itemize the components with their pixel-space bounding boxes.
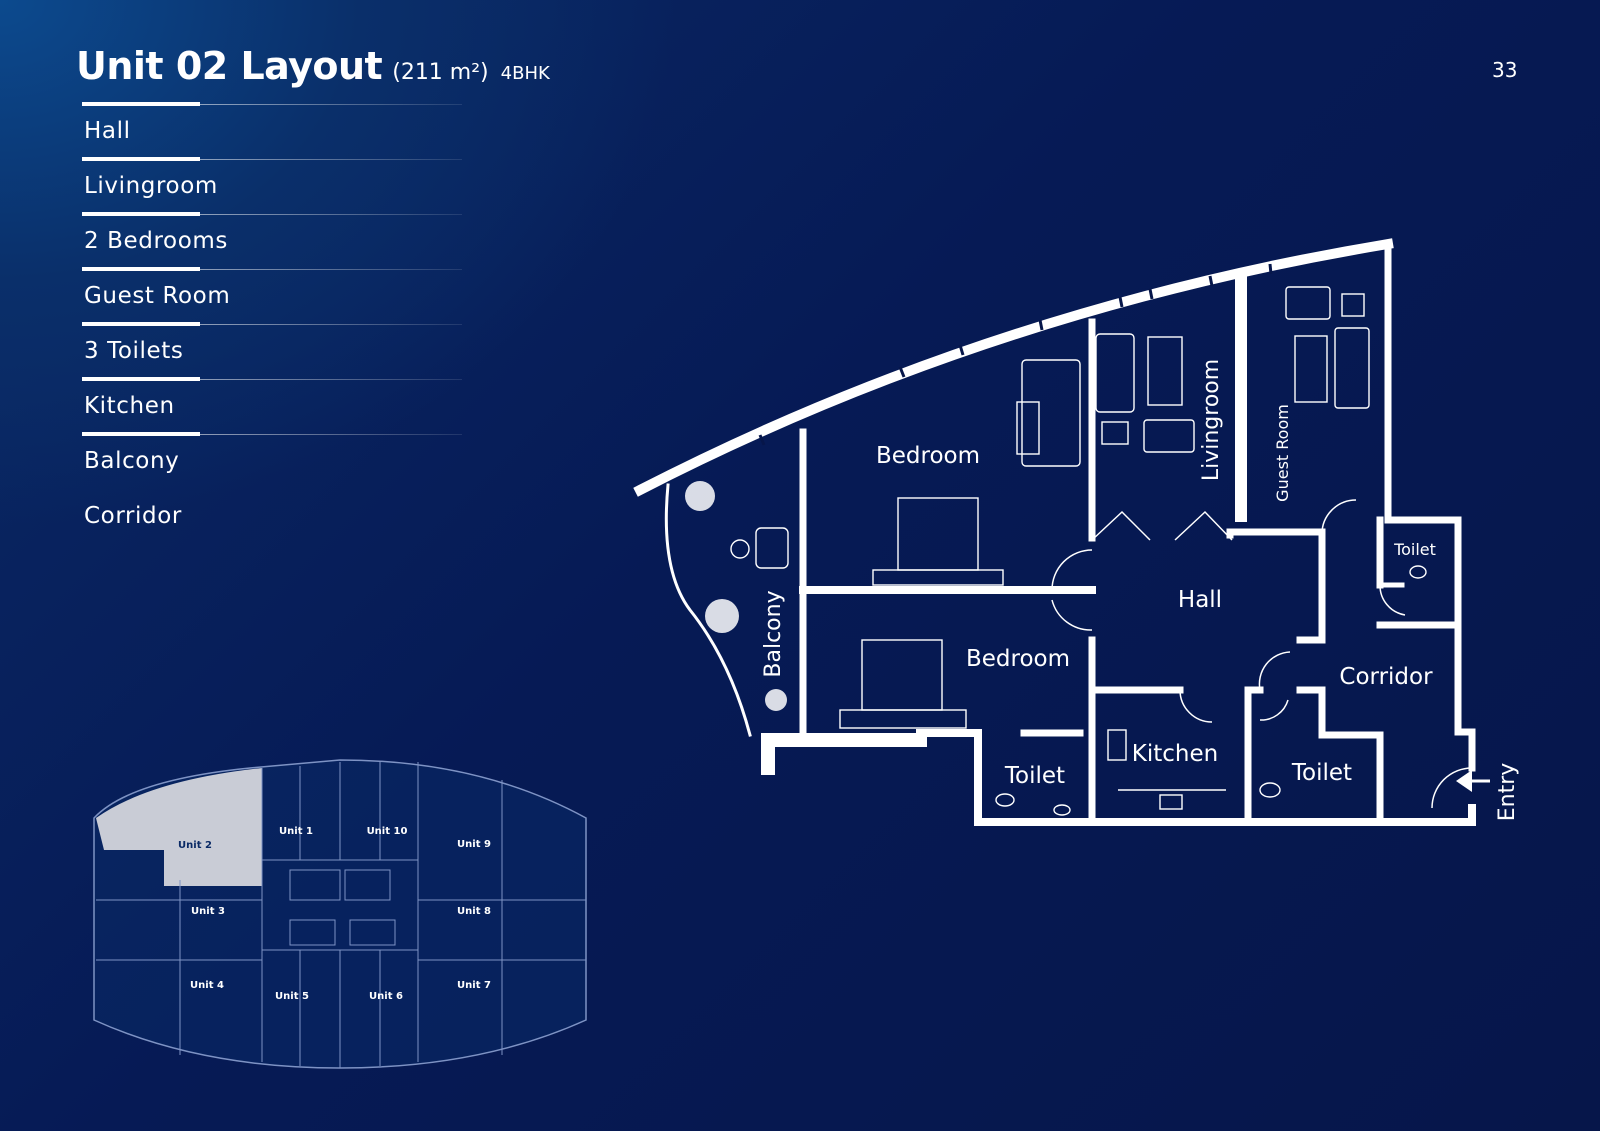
room-label-corridor: Corridor bbox=[1339, 664, 1433, 690]
amenity-label: Guest Room bbox=[84, 283, 231, 309]
room-label-hall: Hall bbox=[1178, 587, 1222, 613]
key-plan-label: Unit 9 bbox=[457, 839, 491, 850]
room-label-bedroom-2: Bedroom bbox=[966, 646, 1070, 672]
page-title: Unit 02 Layout bbox=[76, 44, 383, 88]
amenity-item: Livingroom bbox=[82, 157, 472, 214]
key-plan-label: Unit 4 bbox=[190, 980, 224, 991]
key-plan-label: Unit 1 bbox=[279, 826, 313, 837]
room-label-toilet-1: Toilet bbox=[1393, 540, 1436, 559]
key-plan: Unit 2 Unit 1 Unit 10 Unit 9 Unit 3 Unit… bbox=[93, 759, 587, 1069]
amenity-item: Corridor bbox=[82, 489, 472, 544]
key-plan-label: Unit 3 bbox=[191, 906, 225, 917]
room-label-kitchen: Kitchen bbox=[1132, 741, 1218, 767]
floor-plan-walls bbox=[633, 238, 1476, 826]
key-plan-label: Unit 6 bbox=[369, 991, 403, 1002]
unit-type: 4BHK bbox=[500, 63, 550, 84]
key-plan-label: Unit 10 bbox=[367, 826, 408, 837]
door-swings bbox=[1051, 499, 1473, 809]
key-plan-unit-2-highlight bbox=[96, 768, 262, 886]
amenity-item: Guest Room bbox=[82, 267, 472, 324]
room-label-toilet-3: Toilet bbox=[1291, 760, 1352, 786]
key-plan-label: Unit 8 bbox=[457, 906, 491, 917]
amenity-label: Hall bbox=[84, 118, 131, 144]
key-plan-walls bbox=[96, 762, 586, 1068]
key-plan-label: Unit 7 bbox=[457, 980, 491, 991]
furniture bbox=[730, 286, 1427, 816]
page-number: 33 bbox=[1492, 58, 1518, 82]
room-label-toilet-2: Toilet bbox=[1004, 763, 1065, 789]
amenity-item: Kitchen bbox=[82, 377, 472, 434]
room-label-entry: Entry bbox=[1495, 763, 1520, 822]
amenity-item: Balcony bbox=[82, 432, 472, 489]
room-label-livingroom: Livingroom bbox=[1199, 359, 1224, 481]
room-label-balcony: Balcony bbox=[761, 590, 786, 677]
page-header: Unit 02 Layout (211 m²) 4BHK bbox=[76, 44, 550, 88]
key-plan-label: Unit 5 bbox=[275, 991, 309, 1002]
amenity-list: Hall Livingroom 2 Bedrooms Guest Room 3 … bbox=[82, 102, 472, 544]
room-label-bedroom-1: Bedroom bbox=[876, 443, 980, 469]
amenity-item: 3 Toilets bbox=[82, 322, 472, 379]
entry-arrow-icon bbox=[1456, 770, 1472, 792]
unit-area: (211 m²) bbox=[392, 60, 489, 85]
window-markers bbox=[758, 263, 1273, 446]
amenity-label: Balcony bbox=[84, 448, 180, 474]
amenity-label: 2 Bedrooms bbox=[84, 228, 228, 254]
amenity-label: 3 Toilets bbox=[84, 338, 184, 364]
room-label-guest-room: Guest Room bbox=[1273, 404, 1292, 502]
amenity-label: Livingroom bbox=[84, 173, 218, 199]
plant-icons bbox=[685, 481, 787, 711]
amenity-label: Kitchen bbox=[84, 393, 175, 419]
key-plan-label-unit-2: Unit 2 bbox=[178, 840, 212, 851]
amenity-label: Corridor bbox=[84, 503, 182, 529]
amenity-item: Hall bbox=[82, 102, 472, 159]
amenity-item: 2 Bedrooms bbox=[82, 212, 472, 269]
